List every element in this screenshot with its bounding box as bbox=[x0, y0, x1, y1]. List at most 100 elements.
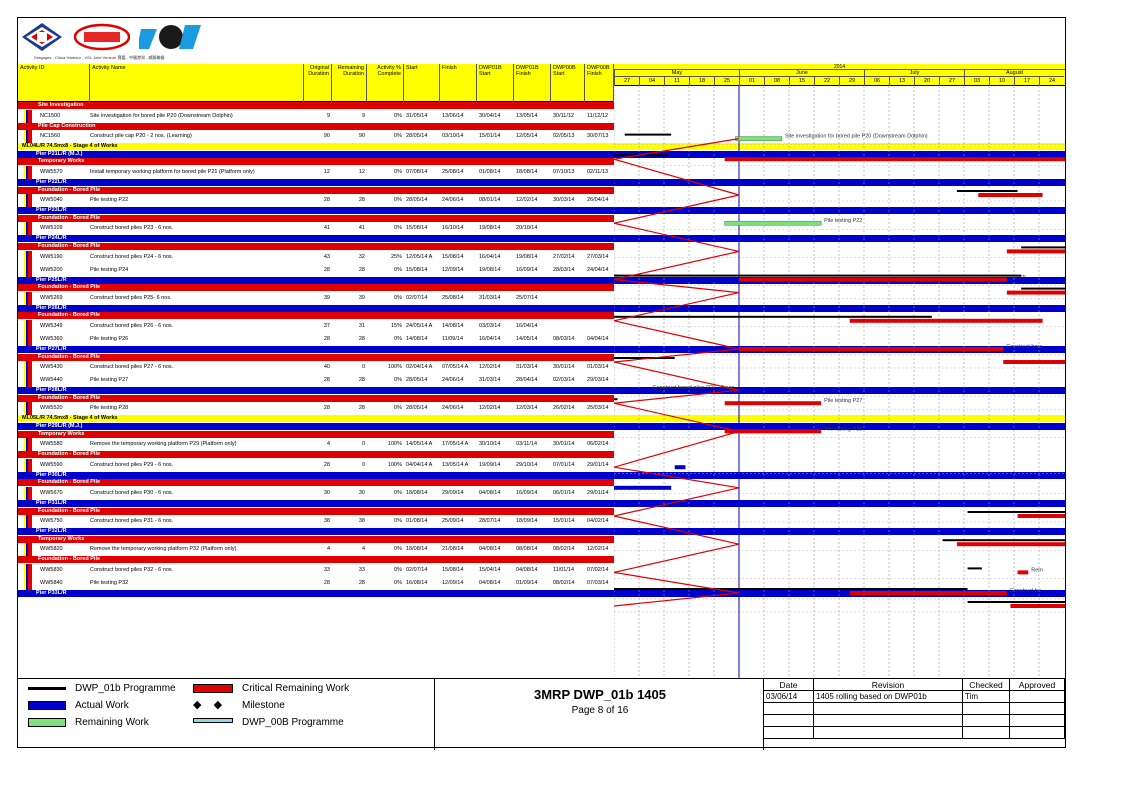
cell-od: 38 bbox=[323, 518, 330, 525]
rev-header-date: Date bbox=[764, 679, 814, 691]
col-remaining-duration[interactable]: Remaining Duration bbox=[332, 64, 367, 102]
col-dwp00b-finish[interactable]: DWP00B Finish bbox=[585, 64, 614, 102]
cell-f1: 16/04/14 bbox=[516, 323, 538, 329]
wbs-work-band[interactable]: Site Investigation bbox=[18, 102, 614, 109]
wbs-pier-band[interactable]: Pier P28L/R bbox=[18, 387, 1065, 395]
wbs-indent-strip bbox=[18, 487, 32, 500]
wbs-pier-band[interactable]: Pier P22L/R bbox=[18, 179, 1065, 186]
cell-s1: 31/03/14 bbox=[479, 377, 501, 384]
cell-pct: 0% bbox=[394, 225, 402, 232]
wbs-stage-band[interactable]: ML04L/R 74.5mx8 - Stage 4 of Works bbox=[18, 143, 1065, 151]
cell-pct: 0% bbox=[394, 336, 402, 342]
wbs-stage-band[interactable]: ML05L/R 74.5mx8 - Stage 4 of Works bbox=[18, 415, 1065, 423]
wbs-work-band[interactable]: Foundation - Bored Pile bbox=[18, 394, 614, 402]
col-dwp01b-start[interactable]: DWP01B Start bbox=[477, 64, 514, 102]
col-activity-name[interactable]: Activity Name bbox=[90, 64, 304, 102]
cell-f0: 04/04/14 bbox=[587, 336, 609, 342]
wbs-work-band[interactable]: Foundation - Bored Pile bbox=[18, 284, 614, 292]
wbs-pier-band[interactable]: Pier P32L/R bbox=[18, 528, 1065, 536]
baseline-bar bbox=[967, 601, 1065, 603]
cell-rd: 32 bbox=[358, 253, 365, 260]
wbs-work-band[interactable]: Foundation - Bored Pile bbox=[18, 353, 614, 361]
remaining-bar bbox=[735, 136, 783, 141]
wbs-pier-band[interactable]: Pier P24L/R bbox=[18, 235, 1065, 243]
cell-f: 15/08/14 bbox=[442, 253, 464, 260]
wbs-pier-band[interactable]: Pier P29L/R (M.J.) bbox=[18, 423, 1065, 430]
wbs-work-band[interactable]: Foundation - Bored Pile bbox=[18, 479, 614, 487]
wbs-pier-band[interactable]: Pier P21L/R (M.J.) bbox=[18, 150, 1065, 158]
cell-pct: 0% bbox=[394, 405, 402, 412]
wbs-pier-band[interactable]: Pier P27L/R bbox=[18, 346, 1065, 353]
critical-bar bbox=[739, 347, 1004, 351]
col-dwp00b-start[interactable]: DWP00B Start bbox=[551, 64, 585, 102]
actual-bar bbox=[614, 388, 650, 393]
wbs-work-band[interactable]: Foundation - Bored Pile bbox=[18, 451, 614, 459]
col-dwp01b-finish[interactable]: DWP01B Finish bbox=[514, 64, 551, 102]
wbs-work-band[interactable]: Temporary Works bbox=[18, 158, 614, 166]
col-finish[interactable]: Finish bbox=[440, 64, 477, 102]
cell-rd: 28 bbox=[358, 336, 365, 342]
wbs-indent-strip bbox=[18, 263, 32, 277]
cell-f0 bbox=[587, 292, 614, 305]
wbs-work-band[interactable]: Temporary Works bbox=[18, 430, 614, 438]
wbs-indent-strip bbox=[18, 577, 32, 590]
critical-bar bbox=[739, 277, 1007, 282]
wbs-indent-strip bbox=[18, 438, 32, 452]
cell-name: Construct pile cap P20 - 2 nos. (Learnin… bbox=[90, 133, 192, 140]
wbs-pier-band[interactable]: Pier P33L/R bbox=[18, 590, 1065, 597]
cell-f0: 27/03/14 bbox=[587, 253, 609, 260]
wbs-work-band[interactable]: Foundation - Bored Pile bbox=[18, 507, 614, 515]
cell-f0: 30/07/13 bbox=[587, 133, 609, 140]
cell-od: 28 bbox=[323, 580, 330, 586]
baseline-bar bbox=[614, 588, 968, 590]
col-pct-complete[interactable]: Activity % Complete bbox=[367, 64, 404, 102]
wbs-work-band[interactable]: Foundation - Bored Pile bbox=[18, 186, 614, 194]
cell-rd: 28 bbox=[358, 197, 365, 204]
wbs-work-band[interactable]: Pile Cap Construction bbox=[18, 122, 614, 130]
bar-label: Construct bo bbox=[1010, 588, 1041, 594]
cell-s: 02/04/14 A bbox=[406, 364, 433, 371]
wbs-work-band[interactable]: Temporary Works bbox=[18, 535, 614, 543]
wbs-pier-band[interactable]: Pier P26L/R bbox=[18, 304, 1065, 312]
cell-rd: 28 bbox=[358, 266, 365, 273]
cell-s0: 30/01/14 bbox=[553, 441, 575, 448]
bar-label: Rem bbox=[1031, 567, 1043, 573]
wbs-pier-band[interactable]: Pier P23L/R bbox=[18, 207, 1065, 215]
bar-label: Site investigation for bored pile P20 (D… bbox=[785, 134, 928, 140]
wbs-pier-band[interactable]: Pier P31L/R bbox=[18, 500, 1065, 507]
wbs-pier-band[interactable]: Pier P30L/R bbox=[18, 471, 1065, 479]
wbs-indent-strip bbox=[18, 564, 32, 577]
col-original-duration[interactable]: Original Duration bbox=[304, 64, 332, 102]
cell-f1: 20/10/14 bbox=[516, 225, 538, 232]
wbs-pier-band[interactable]: Pier P25L/R bbox=[18, 276, 1065, 284]
wbs-work-band[interactable]: Foundation - Bored Pile bbox=[18, 556, 614, 564]
cell-s0: 07/01/14 bbox=[553, 461, 575, 468]
rev-header-revision: Revision bbox=[814, 679, 963, 691]
col-start[interactable]: Start bbox=[404, 64, 440, 102]
cell-f: 21/08/14 bbox=[442, 546, 464, 553]
wbs-work-band[interactable]: Foundation - Bored Pile bbox=[18, 214, 614, 222]
wbs-work-band[interactable]: Foundation - Bored Pile bbox=[18, 312, 614, 320]
col-activity-id[interactable]: Activity ID bbox=[18, 64, 90, 102]
wbs-work-band[interactable]: Foundation - Bored Pile bbox=[18, 243, 614, 250]
